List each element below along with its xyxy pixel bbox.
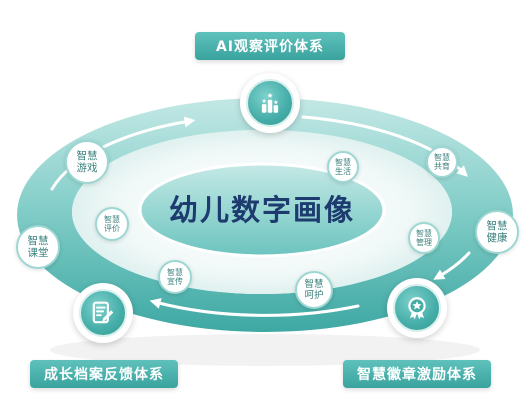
node-smart-classroom: 智慧 课堂 [16,225,60,269]
flow-arrow-right [433,251,471,280]
system-badge-top-inner [246,79,294,127]
flow-arrow-bottom [149,298,360,317]
node-smart-publicity: 智慧 宣传 [158,260,192,294]
node-line1: 智慧 [76,149,98,162]
node-smart-management: 智慧 管理 [408,222,440,254]
node-line2: 共育 [434,162,450,171]
node-line1: 智慧 [434,152,450,162]
system-badge-bottom-right-inner [393,284,441,332]
node-line2: 宣传 [167,277,183,286]
node-smart-coeducation: 智慧 共育 [426,146,458,178]
floor-shadow [50,334,480,366]
system-badge-bottom-left-inner [79,289,127,337]
system-badge-top [240,73,300,133]
node-line1: 智慧 [416,228,432,238]
node-line1: 智慧 [335,157,351,167]
node-smart-health: 智慧 健康 [475,210,519,254]
node-line1: 智慧 [486,219,508,232]
node-line1: 智慧 [304,278,324,290]
node-line1: 智慧 [27,234,49,247]
outer-ring-band [17,98,513,332]
node-smart-games: 智慧 游戏 [65,140,109,184]
system-label-bottom-left: 成长档案反馈体系 [30,360,178,388]
center-title: 幼儿数字画像 [168,193,355,227]
node-line2: 游戏 [76,162,98,174]
node-smart-evaluation: 智慧 评价 [95,207,129,241]
node-line2: 管理 [416,238,432,247]
center-ellipse [138,162,386,258]
node-smart-life: 智慧 生活 [327,151,359,183]
podium-stars-icon [261,92,279,113]
node-line2: 健康 [486,232,508,244]
node-line2: 课堂 [27,247,49,259]
system-badge-bottom-right [387,278,447,338]
document-pen-icon [92,301,114,324]
system-label-bottom-right: 智慧徽章激励体系 [343,360,491,388]
node-smart-care: 智慧 呵护 [295,271,333,309]
system-badge-bottom-left [73,283,133,343]
node-line1: 智慧 [104,214,120,224]
node-line2: 评价 [104,224,120,233]
node-line2: 呵护 [304,290,324,301]
medal-badge-icon [408,297,426,320]
node-line2: 生活 [335,167,351,176]
system-label-top: AI观察评价体系 [195,32,345,60]
node-line1: 智慧 [167,267,183,277]
